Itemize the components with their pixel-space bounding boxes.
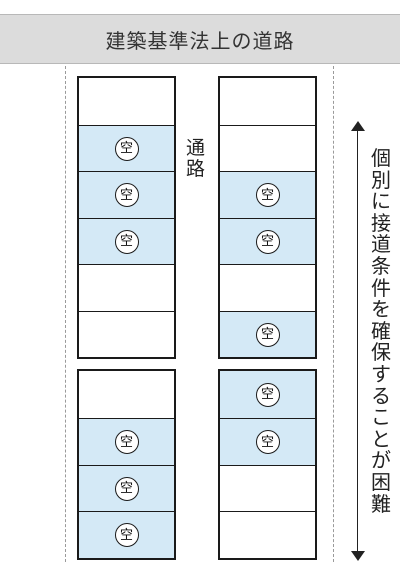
vacant-badge: 空 [255,183,280,207]
boundary-line-right [333,66,334,562]
vacant-badge: 空 [114,136,139,161]
vacant-badge: 空 [114,523,139,547]
lot [220,78,315,125]
lot [79,78,174,125]
arrow-down-head [351,551,365,561]
span-arrow [357,129,358,553]
vacant-lot: 空 [79,511,174,558]
lot [220,264,315,311]
lot [220,465,315,511]
vacant-badge: 空 [255,322,280,347]
lot-block-top-right: 空空空 [218,76,317,359]
lot-block-bottom-left: 空空空 [77,369,176,560]
vacant-lot: 空 [79,171,174,218]
vacant-badge: 空 [114,229,139,254]
road-band: 建築基準法上の道路 [0,14,400,64]
vacant-lot: 空 [220,371,315,418]
lot [79,371,174,418]
vacant-badge: 空 [114,183,139,207]
vacant-lot: 空 [79,418,174,465]
vacant-lot: 空 [79,218,174,264]
lot-block-bottom-right: 空空 [218,369,317,560]
vacant-badge: 空 [114,476,139,501]
lot [220,125,315,171]
vacant-badge: 空 [255,382,280,407]
vacant-lot: 空 [79,465,174,511]
vacant-lot: 空 [220,418,315,465]
vacant-lot: 空 [79,125,174,171]
vacant-lot: 空 [220,171,315,218]
vacant-lot: 空 [220,218,315,264]
lot [79,264,174,311]
vacant-badge: 空 [255,229,280,254]
boundary-line-left [65,66,66,562]
lot [79,311,174,357]
vacant-badge: 空 [255,430,280,454]
difficulty-note: 個別に接道条件を確保することが困難 [371,146,391,516]
lot [220,511,315,558]
lot-block-top-left: 空空空 [77,76,176,359]
vacant-badge: 空 [114,430,139,454]
passage-label: 通路 [186,137,206,180]
vacant-lot: 空 [220,311,315,357]
road-label: 建築基準法上の道路 [105,28,295,53]
arrow-up-head [351,121,365,131]
